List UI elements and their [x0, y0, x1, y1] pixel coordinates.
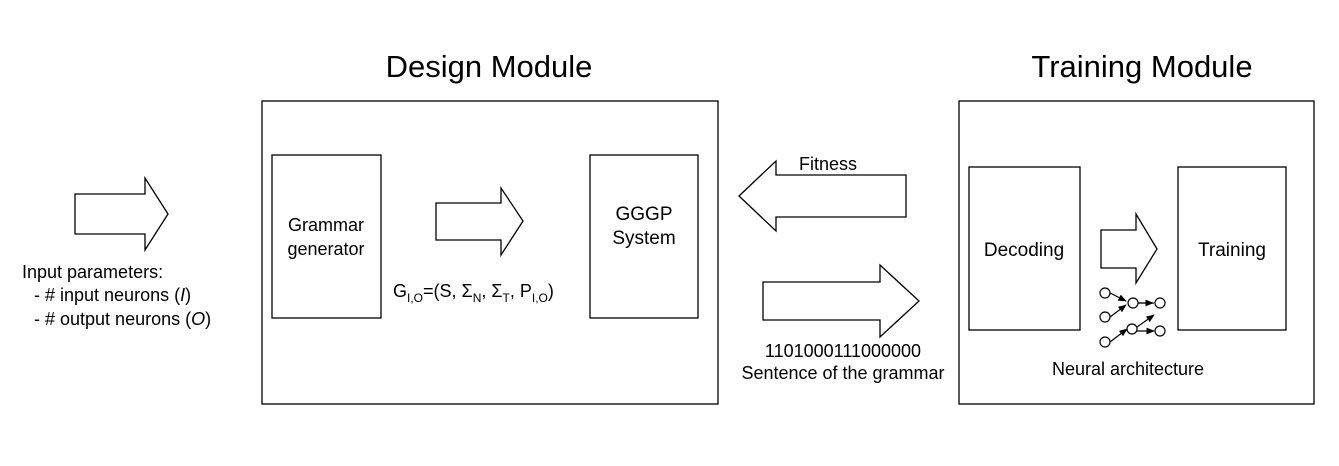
training-box: [1177, 166, 1287, 331]
grammar-generator-label: Grammar: [288, 215, 364, 235]
decoding-box: [968, 166, 1081, 331]
decoding-to-training-arrow: [1100, 211, 1158, 286]
output-neurons-line: - # output neurons (O): [34, 309, 211, 329]
sentence-arrow: [762, 263, 920, 339]
grammar-formula: GI,O=(S, ΣN, ΣT, PI,O): [393, 281, 554, 305]
input-arrow: [74, 175, 169, 253]
training-module-title: Training Module: [1031, 49, 1252, 84]
grammar-generator-box: [271, 154, 382, 319]
decoding-label: Decoding: [984, 240, 1064, 261]
grammar-to-gggp-arrow: [435, 185, 524, 258]
input-neurons-line: - # input neurons (I): [34, 285, 191, 305]
input-parameters-heading: Input parameters:: [22, 262, 163, 282]
neural-architecture-label: Neural architecture: [1052, 359, 1204, 379]
neural-network-icon: [1099, 287, 1166, 348]
gggp-system-label: GGGP: [615, 204, 672, 225]
fitness-label: Fitness: [799, 154, 857, 174]
sentence-label: Sentence of the grammar: [741, 363, 944, 383]
grammar-generator-label-line2: generator: [287, 239, 364, 259]
gggp-system-label-line2: System: [612, 228, 675, 249]
training-label: Training: [1198, 240, 1266, 261]
input-parameters: Input parameters: - # input neurons (I) …: [22, 262, 211, 329]
fitness-arrow: [738, 159, 907, 233]
gggp-system-box: [589, 154, 699, 319]
design-module-title: Design Module: [386, 49, 593, 84]
sentence-bits: 1101000111000000: [765, 341, 921, 361]
